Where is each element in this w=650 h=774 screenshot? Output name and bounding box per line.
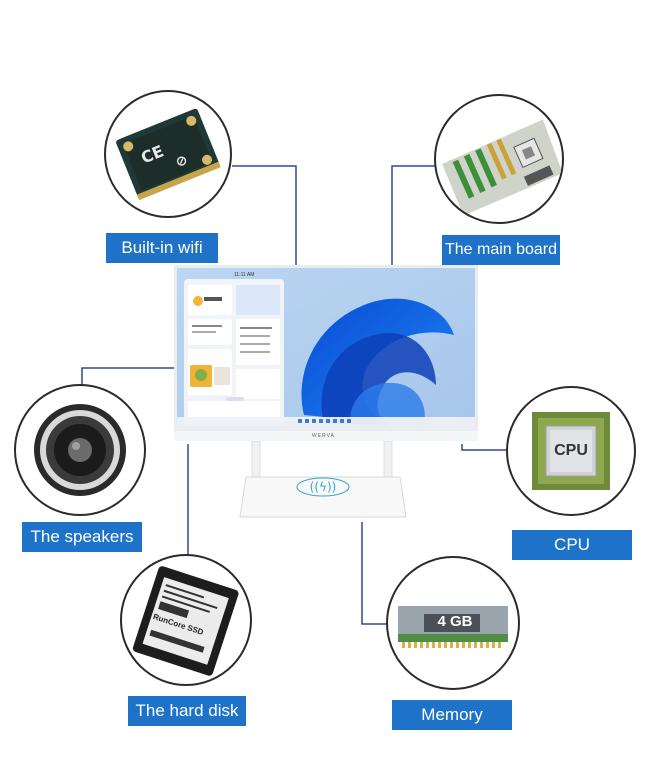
mainboard-connector [391, 165, 436, 266]
mainboard-label: The main board [442, 235, 560, 265]
svg-text:⊘: ⊘ [173, 152, 190, 171]
monitor-stand: ((ϟ)) [239, 441, 407, 518]
speakers-connector [81, 367, 174, 390]
memory-connector [361, 522, 388, 625]
cpu-label: CPU [512, 530, 632, 560]
memory-size-text: 4 GB [437, 613, 473, 630]
cpu-chip-image [532, 412, 610, 490]
speaker-image [34, 404, 126, 496]
wifi-label: Built-in wifi [106, 233, 218, 263]
speakers-label: The speakers [22, 522, 142, 552]
cpu-connector [461, 444, 508, 451]
cpu-chip-text: CPU [554, 442, 588, 459]
memory-circle: 4 GB [386, 556, 520, 690]
harddisk-circle: RunCore SSD [120, 554, 252, 686]
cpu-circle: CPU [506, 386, 636, 516]
memory-module-image [398, 606, 508, 648]
speakers-circle [14, 384, 146, 516]
wifi-card-image: CE ⊘ [116, 108, 221, 201]
ssd-image [132, 566, 239, 676]
harddisk-label: The hard disk [128, 696, 246, 726]
svg-text:((ϟ)): ((ϟ)) [310, 480, 337, 494]
wifi-connector [232, 165, 297, 266]
memory-label: Memory [392, 700, 512, 730]
mainboard-circle [434, 94, 564, 224]
monitor-image [174, 265, 478, 441]
wifi-card-circle: CE ⊘ [104, 90, 232, 218]
clock-text: 11:11 AM [234, 272, 255, 278]
all-in-one-monitor: 11:11 AM WERVA [174, 265, 478, 441]
mainboard-image [442, 119, 562, 216]
brand-logo: WERVA [312, 433, 335, 439]
